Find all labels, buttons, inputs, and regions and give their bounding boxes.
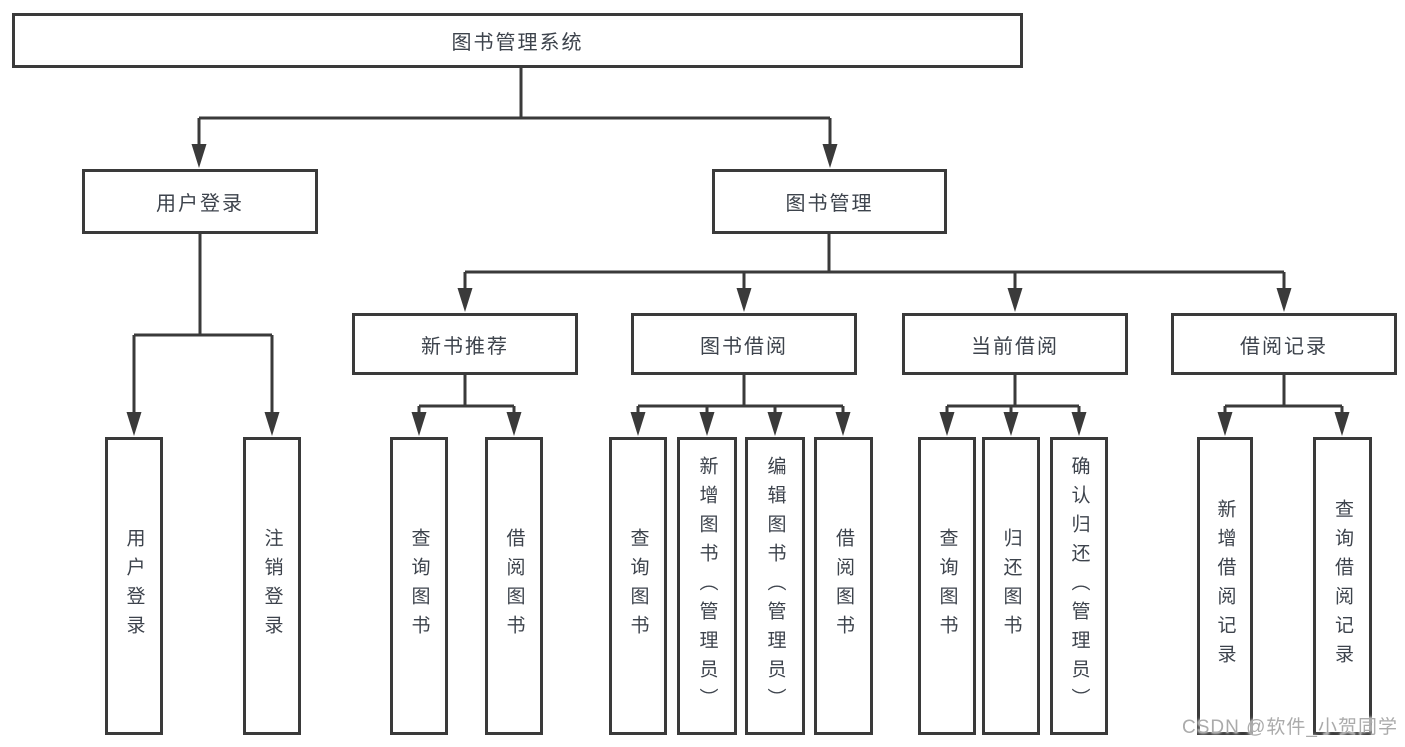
leaf-confirm-return-admin: 确认归还（管理员）: [1050, 437, 1108, 735]
node-book-borrowing: 图书借阅: [631, 313, 857, 375]
arrowhead: [1334, 412, 1350, 436]
arrowhead: [126, 412, 142, 436]
arrowhead: [1007, 288, 1023, 312]
arrowhead: [506, 412, 522, 436]
leaf-borrow-books-2: 借阅图书: [814, 437, 873, 735]
leaf-logout-login: 注销登录: [243, 437, 301, 735]
leaf-edit-book-admin-label: 编辑图书（管理员）: [764, 455, 786, 717]
connector-book-borrowing-to-leaves: [630, 375, 851, 436]
node-new-book-recommend: 新书推荐: [352, 313, 578, 375]
arrowhead: [1217, 412, 1233, 436]
node-book-management-label: 图书管理: [785, 193, 874, 215]
node-user-login-branch-label: 用户登录: [156, 193, 244, 215]
arrowhead: [630, 412, 646, 436]
leaf-confirm-return-admin-label: 确认归还（管理员）: [1068, 455, 1090, 717]
arrowhead: [939, 412, 955, 436]
node-book-borrowing-label: 图书借阅: [700, 335, 788, 358]
connector-new-book-recommend-to-leaves: [411, 375, 522, 436]
watermark: CSDN @软件_小贺同学: [1182, 717, 1398, 738]
leaf-borrow-books-1: 借阅图书: [485, 437, 543, 735]
leaf-borrow-books-2-label: 借阅图书: [833, 528, 854, 644]
arrowhead: [835, 412, 851, 436]
arrowhead: [1003, 412, 1019, 436]
leaf-add-borrow-record: 新增借阅记录: [1197, 437, 1253, 735]
arrowhead: [264, 412, 280, 436]
node-book-management: 图书管理: [712, 169, 947, 234]
leaf-query-books-2-label: 查询图书: [627, 528, 649, 644]
connector-root-to-level2: [191, 68, 838, 168]
leaf-query-books-1-label: 查询图书: [408, 528, 430, 644]
arrowhead: [1071, 412, 1087, 436]
connector-user-login-to-leaves: [126, 234, 280, 436]
arrowhead: [411, 412, 427, 436]
leaf-user-login-label: 用户登录: [123, 528, 145, 644]
leaf-logout-login-label: 注销登录: [261, 528, 283, 644]
node-library-system-label: 图书管理系统: [451, 32, 584, 54]
leaf-add-borrow-record-label: 新增借阅记录: [1214, 499, 1236, 673]
leaf-borrow-books-1-label: 借阅图书: [503, 528, 525, 644]
arrowhead: [822, 144, 838, 168]
leaf-query-books-3: 查询图书: [918, 437, 976, 735]
arrowhead: [1276, 288, 1292, 312]
arrowhead: [457, 288, 473, 312]
node-library-system: 图书管理系统: [12, 13, 1023, 68]
leaf-return-books-label: 归还图书: [1000, 528, 1022, 644]
node-current-borrowing: 当前借阅: [902, 313, 1128, 375]
arrowhead: [767, 412, 783, 436]
leaf-query-books-2: 查询图书: [609, 437, 667, 735]
leaf-user-login: 用户登录: [105, 437, 163, 735]
leaf-edit-book-admin: 编辑图书（管理员）: [745, 437, 805, 735]
leaf-query-books-3-label: 查询图书: [936, 528, 958, 644]
arrowhead: [191, 144, 207, 168]
node-user-login-branch: 用户登录: [82, 169, 318, 234]
arrowhead: [736, 288, 752, 312]
leaf-add-book-admin-label: 新增图书（管理员）: [696, 455, 718, 717]
node-new-book-recommend-label: 新书推荐: [421, 335, 509, 358]
arrowhead: [699, 412, 715, 436]
leaf-query-borrow-record-label: 查询借阅记录: [1332, 499, 1353, 673]
connector-current-borrowing-to-leaves: [939, 375, 1087, 436]
leaf-query-books-1: 查询图书: [390, 437, 448, 735]
connector-book-management-to-level3: [457, 234, 1292, 312]
node-borrowing-records: 借阅记录: [1171, 313, 1397, 375]
node-borrowing-records-label: 借阅记录: [1240, 335, 1328, 358]
leaf-return-books: 归还图书: [982, 437, 1040, 735]
node-current-borrowing-label: 当前借阅: [971, 335, 1059, 358]
leaf-query-borrow-record: 查询借阅记录: [1313, 437, 1372, 735]
leaf-add-book-admin: 新增图书（管理员）: [677, 437, 737, 735]
connector-borrowing-records-to-leaves: [1217, 375, 1350, 436]
